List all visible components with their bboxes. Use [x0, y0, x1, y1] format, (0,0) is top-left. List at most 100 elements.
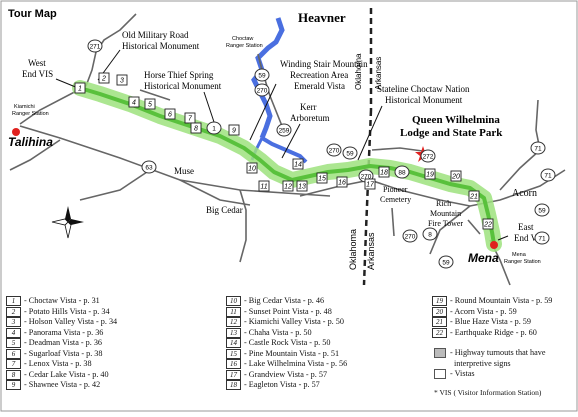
label-arkansas-bottom: Arkansas: [366, 232, 376, 270]
legend-item-9: 9- Shawnee Vista - p. 42: [6, 380, 117, 391]
svg-text:18: 18: [380, 170, 388, 177]
vista-marker-16[interactable]: 16: [336, 176, 348, 188]
vista-marker-5[interactable]: 5: [144, 98, 156, 110]
legend-number: 10: [226, 296, 241, 307]
legend-item-12: 12- Kiamichi Valley Vista - p. 50: [226, 317, 347, 328]
label-rich-mtn-1: Rich: [436, 199, 451, 208]
vista-marker-6[interactable]: 6: [164, 108, 176, 120]
vista-marker-8[interactable]: 8: [190, 122, 202, 134]
svg-text:14: 14: [294, 162, 302, 169]
svg-text:16: 16: [338, 180, 346, 187]
legend-item-1: 1- Choctaw Vista - p. 31: [6, 296, 117, 307]
place-labels: Heavner Oklahoma Arkansas Oklahoma Arkan…: [8, 10, 545, 270]
highway-shield-259: 259: [276, 123, 292, 137]
roads: [9, 13, 566, 286]
highway-shield-270: 270: [326, 143, 342, 157]
svg-text:21: 21: [469, 194, 478, 201]
legend-text: - Shawnee Vista - p. 42: [24, 380, 101, 389]
legend-number: 1: [6, 296, 21, 307]
vista-marker-9[interactable]: 9: [228, 124, 240, 136]
legend-text: - Chaha Vista - p. 50: [244, 327, 312, 337]
vis-note: * VIS ( Visitor Information Station): [434, 387, 542, 397]
svg-text:2: 2: [101, 76, 106, 83]
svg-text:1: 1: [78, 86, 82, 93]
vista-marker-12[interactable]: 12: [282, 180, 294, 192]
label-queen-2: Lodge and State Park: [400, 127, 503, 139]
svg-text:270: 270: [405, 234, 416, 241]
svg-text:7: 7: [188, 116, 193, 123]
highway-shield-88: 88: [394, 165, 410, 179]
label-east-end-1: East: [518, 222, 534, 232]
label-west-end-1: West: [28, 58, 46, 68]
vista-marker-11[interactable]: 11: [258, 180, 270, 192]
legend-item-8: 8- Cedar Lake Vista - p. 40: [6, 370, 117, 381]
label-west-end-2: End VIS: [22, 69, 53, 79]
label-choctaw-station-1: Choctaw: [232, 36, 253, 42]
vista-marker-15[interactable]: 15: [316, 172, 328, 184]
label-pioneer-2: Cemetery: [380, 195, 411, 204]
legend-text: - Acorn Vista - p. 59: [450, 306, 517, 316]
label-horse-thief-2: Historical Monument: [144, 81, 222, 91]
highway-shield-59: 59: [534, 203, 550, 217]
svg-text:22: 22: [483, 222, 492, 229]
label-oklahoma-top: Oklahoma: [354, 53, 363, 90]
legend-text: - Lake Wilhelmina Vista - p. 56: [244, 359, 348, 368]
vista-marker-22[interactable]: 22: [482, 218, 494, 230]
vista-marker-10[interactable]: 10: [246, 162, 258, 174]
svg-text:9: 9: [232, 128, 236, 135]
svg-text:59: 59: [346, 151, 354, 158]
legend-text: - Castle Rock Vista - p. 50: [244, 338, 331, 347]
key-vistas: - Vistas: [434, 369, 546, 380]
vista-marker-20[interactable]: 20: [450, 170, 462, 182]
svg-text:19: 19: [426, 172, 434, 179]
vista-marker-2[interactable]: 2: [98, 72, 110, 84]
legend-item-14: 14- Castle Rock Vista - p. 50: [226, 338, 347, 349]
label-talihina: Talihina: [8, 135, 53, 149]
svg-text:270: 270: [257, 88, 268, 95]
label-east-end-2: End VIS: [514, 233, 545, 243]
legend-item-7: 7- Lenox Vista - p. 38: [6, 359, 117, 370]
vista-marker-13[interactable]: 13: [296, 180, 308, 192]
label-kerr-2: Arboretum: [290, 113, 330, 123]
highway-shield-59: 59: [342, 146, 358, 160]
legend-item-22: 22- Earthquake Ridge - p. 60: [432, 328, 552, 339]
legend-item-3: 3- Holson Valley Vista - p. 34: [6, 317, 117, 328]
vista-marker-3[interactable]: 3: [116, 74, 128, 86]
vista-marker-4[interactable]: 4: [128, 96, 140, 108]
vista-marker-18[interactable]: 18: [378, 166, 390, 178]
legend-text: - Pine Mountain Vista - p. 51: [244, 348, 340, 358]
legend-number: 21: [432, 317, 447, 328]
highway-shield-270: 270: [254, 83, 270, 97]
vista-marker-14[interactable]: 14: [292, 158, 304, 170]
legend-number: 9: [6, 380, 21, 391]
highway-shield-71: 71: [540, 168, 556, 182]
label-arkansas-top: Arkansas: [374, 57, 383, 90]
legend-text: - Sunset Point Vista - p. 48: [244, 306, 332, 316]
svg-text:271: 271: [90, 44, 101, 51]
legend-number: 13: [226, 327, 241, 338]
compass-rose-icon: [51, 206, 84, 239]
vista-marker-7[interactable]: 7: [184, 112, 196, 124]
vista-marker-1[interactable]: 1: [74, 82, 86, 94]
svg-text:8: 8: [428, 232, 432, 239]
svg-text:17: 17: [366, 182, 375, 189]
legend-text: - Grandview Vista - p. 57: [244, 369, 328, 379]
legend-text: - Cedar Lake Vista - p. 40: [24, 369, 109, 379]
legend-number: 12: [226, 317, 241, 328]
vista-marker-19[interactable]: 19: [424, 168, 436, 180]
label-stateline-1: Stateline Choctaw Nation: [377, 84, 470, 94]
legend-number: 5: [6, 338, 21, 349]
leader-lines: [55, 49, 509, 241]
legend-item-10: 10- Big Cedar Vista - p. 46: [226, 296, 347, 307]
label-acorn: Acorn: [512, 188, 537, 199]
vista-marker-21[interactable]: 21: [468, 190, 480, 202]
legend-number: 17: [226, 369, 241, 380]
legend-number: 6: [6, 348, 21, 359]
legend-number: 15: [226, 348, 241, 359]
vista-marker-17[interactable]: 17: [364, 178, 376, 190]
svg-text:10: 10: [248, 166, 256, 173]
